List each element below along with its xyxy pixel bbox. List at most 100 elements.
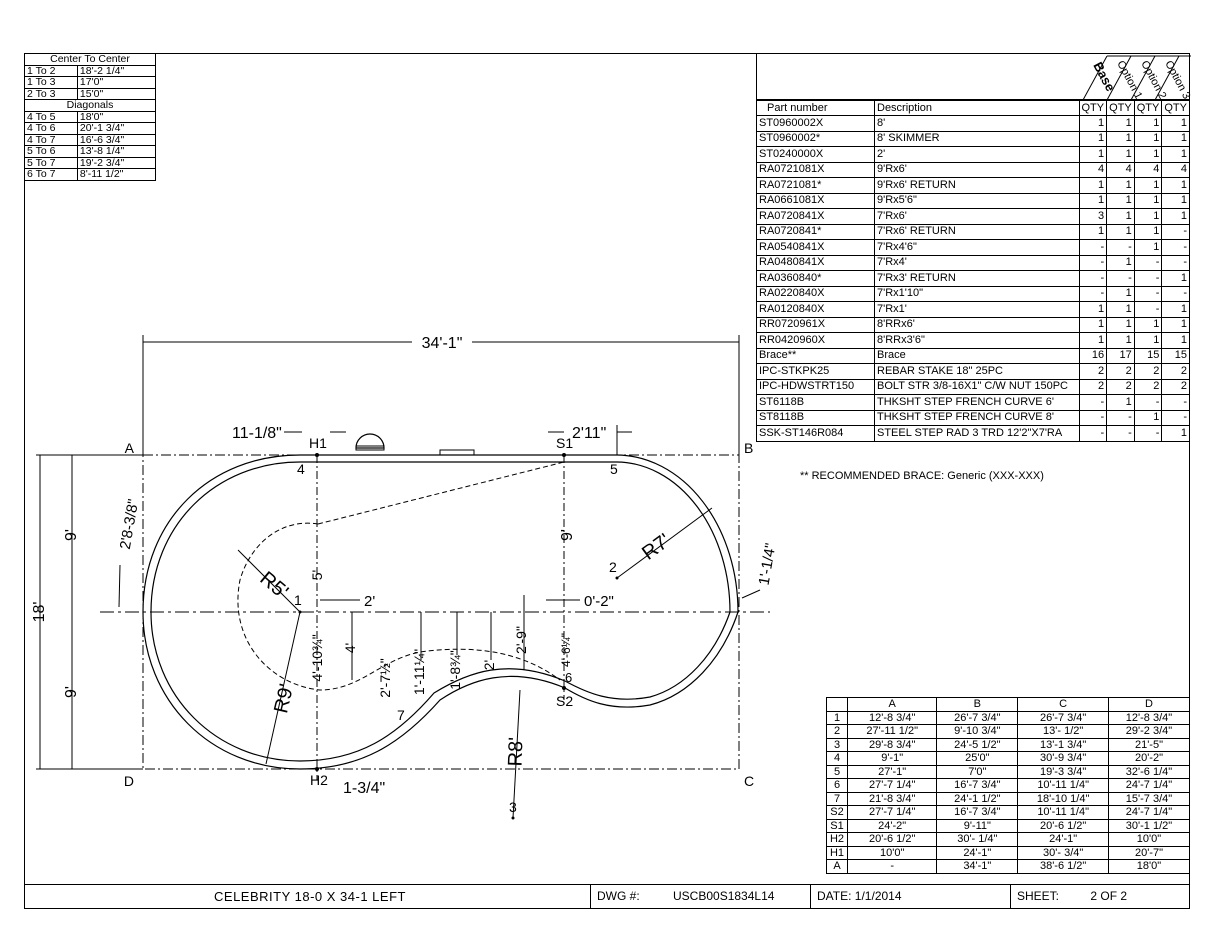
- point-7-label: 7: [397, 707, 405, 723]
- diag-label: 4 To 6: [24, 122, 78, 135]
- diag-value: 16'-6 3/4": [76, 133, 157, 146]
- dwg-number-cell: DWG #: USCB00S1834L14: [590, 885, 810, 908]
- qty-cell: 1: [1161, 270, 1190, 287]
- dim-4: 4': [342, 643, 358, 653]
- point-1-label: 1: [294, 592, 302, 608]
- point-6-label: 6: [565, 670, 572, 685]
- coord-cell: 18'0": [1107, 859, 1191, 874]
- coord-cell: 24'-5 1/2": [936, 737, 1019, 752]
- skimmer-icon: [355, 433, 385, 451]
- diag-value: 8'-11 1/2": [76, 168, 157, 181]
- coord-cell: 30'- 3/4": [1017, 845, 1109, 860]
- dim-1-11: 1'-11¼": [411, 649, 427, 695]
- dim-2b: 2': [481, 660, 497, 670]
- point-4-label: 4: [297, 461, 305, 477]
- point-3-label: 3: [509, 799, 517, 815]
- qty-cell: 1: [1161, 425, 1190, 442]
- corner-a-label: A: [125, 440, 135, 456]
- coord-row-label: A: [826, 859, 848, 874]
- dim-9-mid: 9': [559, 529, 576, 541]
- dim-9-bottom: 9': [63, 686, 80, 698]
- date-cell: DATE: 1/1/2014: [810, 885, 1010, 908]
- coord-cell: 29'-2 3/4": [1107, 724, 1191, 739]
- coord-cell: 27'-7 1/4": [846, 778, 938, 793]
- coord-cell: 16'-7 3/4": [936, 805, 1019, 820]
- coord-cell: -: [846, 859, 938, 874]
- point-h1-label: H1: [309, 435, 327, 451]
- dim-1-14: 1'-1/4": [756, 542, 780, 587]
- diag-label: 5 To 6: [24, 145, 78, 158]
- point-s2-label: S2: [556, 693, 573, 709]
- corner-d-label: D: [124, 773, 134, 789]
- slope-line: [317, 461, 565, 525]
- qty-cell: 2: [1161, 363, 1190, 380]
- option-header-block: Base Option 1 Option 2 Option 3: [756, 53, 1191, 100]
- corner-b-label: B: [744, 440, 753, 456]
- sheet-value: 2 OF 2: [1090, 889, 1128, 903]
- qty-cell: 1: [1161, 332, 1190, 349]
- dim-5: 5': [309, 570, 325, 580]
- table-row: A-34'-1"38'-6 1/2"18'0": [826, 859, 1191, 874]
- deep-end-break-line: [237, 522, 561, 691]
- dwg-value: USCB00S1834L14: [673, 889, 775, 903]
- col-description: Description: [874, 100, 1080, 116]
- coord-cell: 16'-7 3/4": [936, 778, 1019, 793]
- radius-r9: R9': [270, 682, 298, 716]
- coord-cell: 24'-7 1/4": [1107, 778, 1191, 793]
- drawing-frame: [24, 53, 1190, 909]
- point-h2-label: H2: [310, 772, 328, 788]
- parts-header-row: Part number Description QTY QTY QTY QTY: [756, 100, 1190, 116]
- dim-1-34: 1-3/4": [343, 780, 385, 797]
- coord-row-label: H1: [826, 845, 848, 860]
- width-dim-label: 18': [31, 602, 48, 623]
- table-row: RA0360840*7'Rx3' RETURN---1: [756, 270, 1190, 287]
- point-s1-label: S1: [556, 435, 573, 451]
- coord-cell: 34'-1": [936, 859, 1019, 874]
- point-5-label: 5: [610, 461, 618, 477]
- dim-0-2: 0'-2": [584, 593, 614, 610]
- coord-cell: 26'-7 3/4": [1017, 710, 1109, 725]
- option-header-svg: Base Option 1 Option 2 Option 3: [1082, 55, 1191, 100]
- part-number-cell: SSK-ST146R084: [756, 425, 875, 442]
- coord-cell: 12'-8 3/4": [1107, 710, 1191, 725]
- dim-2-9: 2'-9": [513, 626, 529, 654]
- coord-cell: 24'-1 1/2": [936, 791, 1019, 806]
- dim-11-18: 11-1/8": [232, 425, 282, 442]
- radius-r7: R7': [638, 530, 675, 565]
- coord-cell: 20'-6 1/2": [846, 832, 938, 847]
- length-dim-label: 34'-1": [422, 335, 463, 352]
- coord-cell: 20'-2": [1107, 751, 1191, 766]
- coord-cell: 30'-1 1/2": [1107, 818, 1191, 833]
- coord-cell: 24'-1": [1017, 832, 1109, 847]
- parts-table: Part number Description QTY QTY QTY QTY …: [756, 100, 1190, 442]
- coord-cell: 9'-1": [846, 751, 938, 766]
- sheet-cell: SHEET: 2 OF 2: [1010, 885, 1190, 908]
- coord-cell: 38'-6 1/2": [1017, 859, 1109, 874]
- description-cell: STEEL STEP RAD 3 TRD 12'2"X7'RA: [874, 425, 1080, 442]
- brace-note: ** RECOMMENDED BRACE: Generic (XXX-XXX): [800, 470, 1044, 482]
- diag-label: 5 To 7: [24, 156, 78, 169]
- diag-value: 13'-8 1/4": [76, 145, 157, 158]
- coord-header-row: A B C D: [826, 697, 1191, 712]
- dim-2-8-38: 2'8-3/8": [117, 498, 143, 551]
- coord-cell: 9'-11": [936, 818, 1019, 833]
- col-qty: QTY: [1161, 100, 1190, 116]
